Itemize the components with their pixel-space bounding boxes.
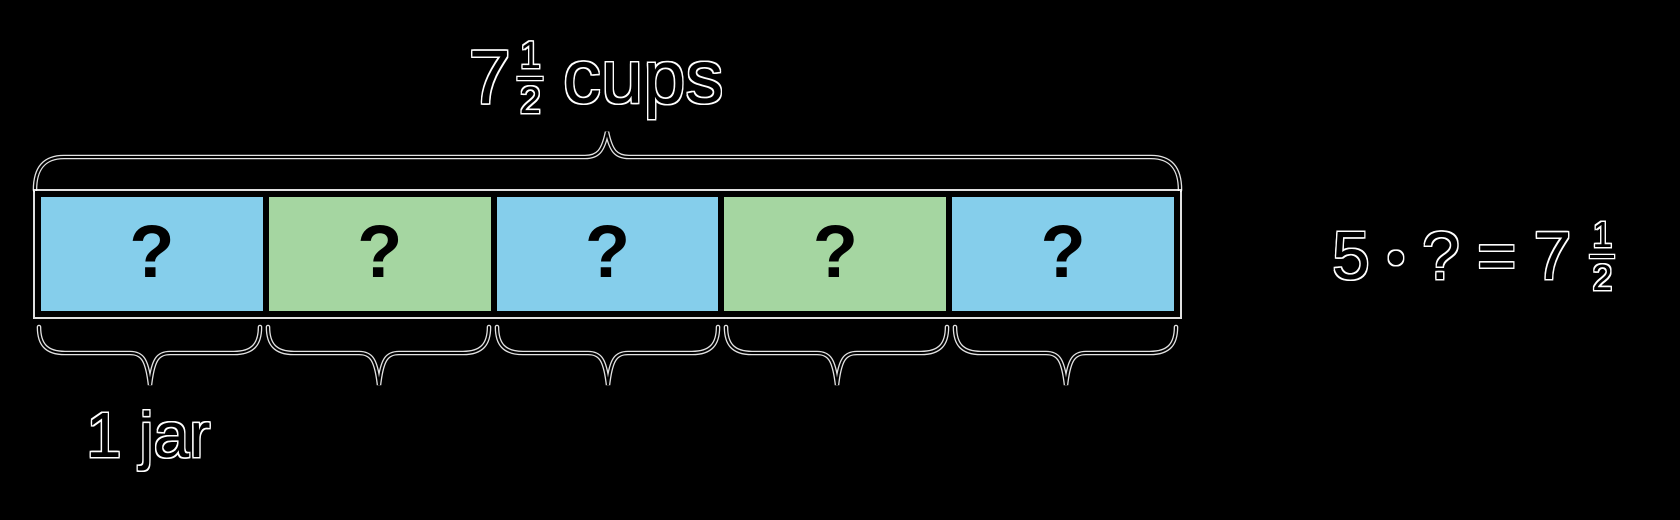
segment-value: ? (357, 210, 403, 293)
tape: ? ? ? ? ? (33, 189, 1182, 319)
equals-sign: = (1476, 218, 1517, 294)
equation-result-fraction: 1 2 (1590, 213, 1615, 298)
segment-value: ? (812, 210, 858, 293)
total-brace (32, 131, 1183, 193)
multiplication-dot-icon: • (1386, 229, 1406, 287)
fraction-bar (517, 76, 543, 80)
total-unit-label: cups (562, 35, 724, 120)
total-fraction-denominator: 2 (519, 79, 541, 122)
segment-value: ? (584, 210, 631, 293)
segment-value: ? (1040, 210, 1086, 293)
total-label: 7 1 2 cups (469, 28, 724, 128)
jar-label: 1 jar (86, 399, 211, 471)
jar-brace-2 (265, 324, 492, 386)
tape-segment-2: ? (268, 197, 491, 311)
equation-unknown: ? (1422, 218, 1460, 294)
jar-brace-3 (494, 324, 721, 386)
total-fraction-numerator: 1 (519, 34, 541, 77)
total-fraction: 1 2 (517, 34, 543, 122)
segment-value: ? (129, 210, 175, 293)
jar-brace-1 (36, 324, 263, 386)
equation-result-whole: 7 (1533, 218, 1572, 294)
result-fraction-numerator: 1 (1592, 213, 1613, 255)
tape-segment-1: ? (41, 197, 263, 311)
equation: 5 • ? = 7 1 2 (1332, 198, 1615, 314)
fraction-bar (1590, 254, 1615, 258)
jar-brace-4 (723, 324, 950, 386)
equation-factor: 5 (1332, 218, 1370, 294)
tape-segment-3: ? (496, 197, 719, 311)
tape-segment-4: ? (724, 197, 947, 311)
total-whole-number: 7 (468, 35, 511, 120)
result-fraction-denominator: 2 (1592, 256, 1613, 298)
tape-segment-5: ? (952, 197, 1174, 311)
jar-brace-5 (952, 324, 1179, 386)
